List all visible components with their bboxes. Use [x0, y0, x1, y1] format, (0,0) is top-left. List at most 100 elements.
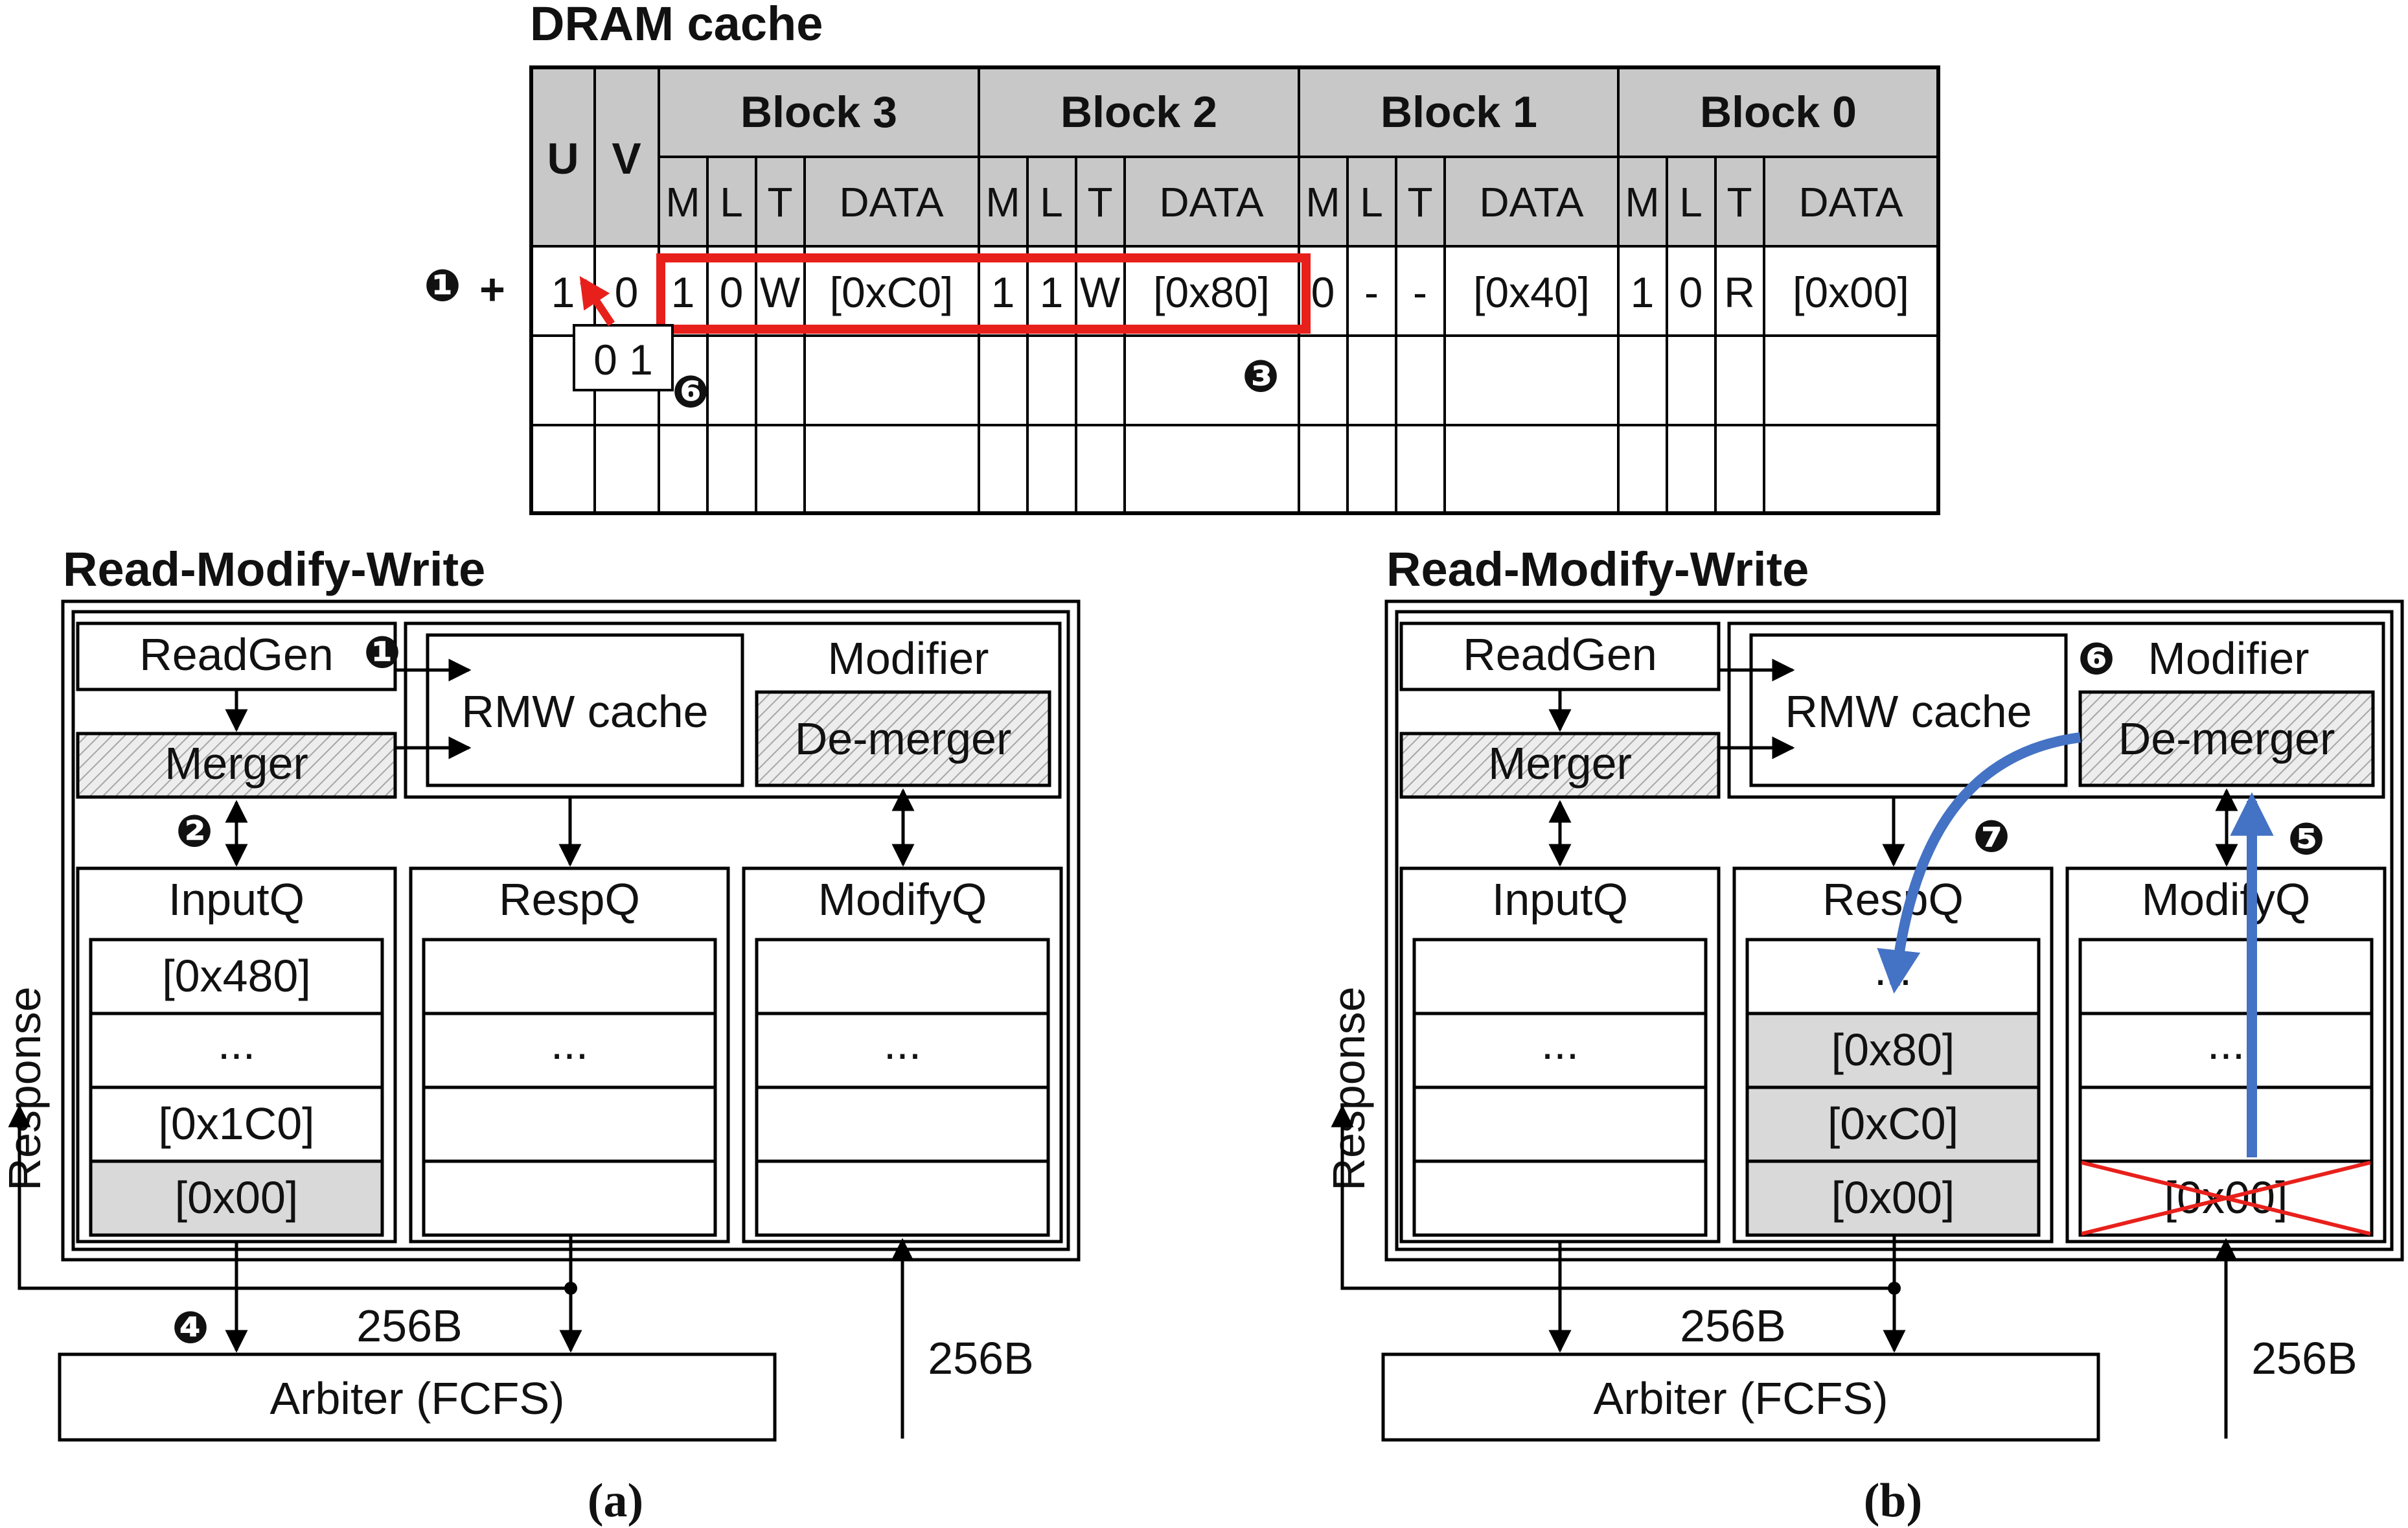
step1-plus: + [479, 265, 505, 314]
merger-label-a: Merger [165, 738, 308, 789]
svg-text:T: T [1087, 179, 1112, 226]
demerger-box-a [755, 690, 1051, 787]
readgen-box-b [1399, 621, 1721, 691]
step7-marker: ❼ [1973, 812, 2010, 861]
dram-cache-title: DRAM cache [530, 0, 823, 51]
svg-text:DATA: DATA [1798, 179, 1903, 226]
inputq-label-b: InputQ [1492, 874, 1628, 925]
svg-text:0: 0 [1311, 268, 1335, 316]
svg-text:L: L [1679, 179, 1703, 226]
panel-a: Read-Modify-Write ReadGen Merger Modifie… [0, 542, 1081, 1527]
svg-text:M: M [985, 179, 1020, 226]
caption-a: (a) [588, 1474, 643, 1527]
panel-b: Read-Modify-Write ReadGen Merger Modifie… [1324, 542, 2404, 1527]
response-label-a: Response [0, 986, 50, 1190]
step6-marker-dram: ❻ [672, 367, 709, 417]
modifyq-label-b: ModifyQ [2142, 874, 2311, 925]
inputq-row: ... [1541, 1018, 1579, 1069]
sub-headers: M L T DATA M L T DATA M L T DATA M L T D… [665, 179, 1903, 226]
arbiter-label-b: Arbiter (FCFS) [1594, 1373, 1888, 1424]
step3-marker: ❸ [1242, 352, 1279, 401]
respq-row: ... [551, 1018, 588, 1069]
readgen-label-b: ReadGen [1463, 629, 1657, 680]
caption-b: (b) [1864, 1474, 1922, 1527]
respq-row: [0x00] [1831, 1172, 1955, 1223]
demerger-label-b: De-merger [2118, 713, 2335, 764]
panel-a-title: Read-Modify-Write [63, 542, 485, 596]
svg-text:T: T [1726, 179, 1752, 226]
svg-text:1: 1 [671, 268, 695, 316]
svg-text:T: T [1407, 179, 1432, 226]
respq-label-b: RespQ [1822, 874, 1964, 925]
block2-header: Block 2 [1061, 87, 1217, 137]
merger-box-a [76, 732, 397, 799]
svg-text:0: 0 [720, 268, 744, 316]
modifier-label-a: Modifier [828, 633, 989, 684]
svg-text:L: L [720, 179, 743, 226]
modifyq-label-a: ModifyQ [818, 874, 987, 925]
inputq-row: [0x00] [175, 1172, 299, 1223]
modifyq-frame-a [742, 866, 1063, 1244]
svg-text:T: T [767, 179, 792, 226]
svg-text:1: 1 [551, 268, 575, 316]
bandwidth-left-a: 256B [356, 1301, 462, 1351]
inputq-row: [0x480] [162, 951, 311, 1001]
bandwidth-right-b: 256B [2251, 1333, 2357, 1383]
dram-cache: DRAM cache [424, 0, 1940, 515]
step1-marker-dram: ❶ [424, 261, 461, 310]
svg-text:L: L [1040, 179, 1063, 226]
merged-blocks-highlight [656, 253, 1311, 334]
svg-text:DATA: DATA [839, 179, 944, 226]
block3-header: Block 3 [740, 87, 897, 137]
demerge-to-respq-arrow [1877, 732, 2081, 994]
svg-text:1: 1 [991, 268, 1015, 316]
svg-text:DATA: DATA [1159, 179, 1264, 226]
col-u-header: U [547, 134, 579, 183]
respq-row: [0x80] [1831, 1024, 1955, 1075]
svg-text:1: 1 [1040, 268, 1064, 316]
respq-row: [0xC0] [1828, 1098, 1958, 1149]
arbiter-label-a: Arbiter (FCFS) [270, 1373, 565, 1424]
merger-box-b [1399, 732, 1721, 799]
svg-text:[0xC0]: [0xC0] [830, 268, 954, 316]
inputq-frame-b [1399, 866, 1721, 1244]
svg-text:[0x80]: [0x80] [1153, 268, 1270, 316]
inputq-label-a: InputQ [168, 874, 304, 925]
svg-text:-: - [1413, 268, 1427, 316]
panel-b-title: Read-Modify-Write [1386, 542, 1809, 596]
rmw-cache-label-a: RMW cache [461, 686, 708, 737]
bandwidth-right-a: 256B [928, 1333, 1033, 1383]
svg-text:1: 1 [1631, 268, 1655, 316]
svg-text:M: M [1625, 179, 1659, 226]
svg-text:[0x00]: [0x00] [1793, 268, 1909, 316]
step5-marker: ❺ [2288, 815, 2325, 864]
svg-text:0: 0 [615, 268, 639, 316]
col-v-header: V [612, 134, 641, 183]
step2-marker: ❷ [176, 807, 213, 856]
uv-update-arrow [579, 276, 615, 327]
inputq-row: [0x1C0] [158, 1098, 314, 1149]
arbiter-box-a [58, 1352, 777, 1442]
respq-frame-a [409, 866, 730, 1244]
step6-marker-b: ❻ [2078, 634, 2115, 684]
respq-label-a: RespQ [499, 874, 640, 925]
svg-text:DATA: DATA [1479, 179, 1584, 226]
modifier-label-b: Modifier [2148, 633, 2310, 684]
readgen-label-a: ReadGen [139, 629, 334, 680]
modifyq-row: ... [2207, 1018, 2245, 1069]
modifyq-row: ... [884, 1018, 921, 1069]
svg-text:[0x40]: [0x40] [1473, 268, 1590, 316]
bandwidth-left-b: 256B [1680, 1301, 1785, 1351]
inputq-row: ... [218, 1018, 255, 1069]
demerger-box-b [2078, 690, 2375, 787]
svg-text:M: M [1305, 179, 1340, 226]
response-label-b: Response [1324, 986, 1374, 1190]
svg-text:L: L [1360, 179, 1383, 226]
svg-text:-: - [1364, 268, 1379, 316]
rmw-cache-label-b: RMW cache [1785, 686, 2032, 737]
modifyq-frame-b [2065, 866, 2387, 1244]
uv-update-box [573, 324, 674, 391]
step4-marker: ❹ [172, 1303, 209, 1352]
dram-table-frame [529, 65, 1940, 515]
